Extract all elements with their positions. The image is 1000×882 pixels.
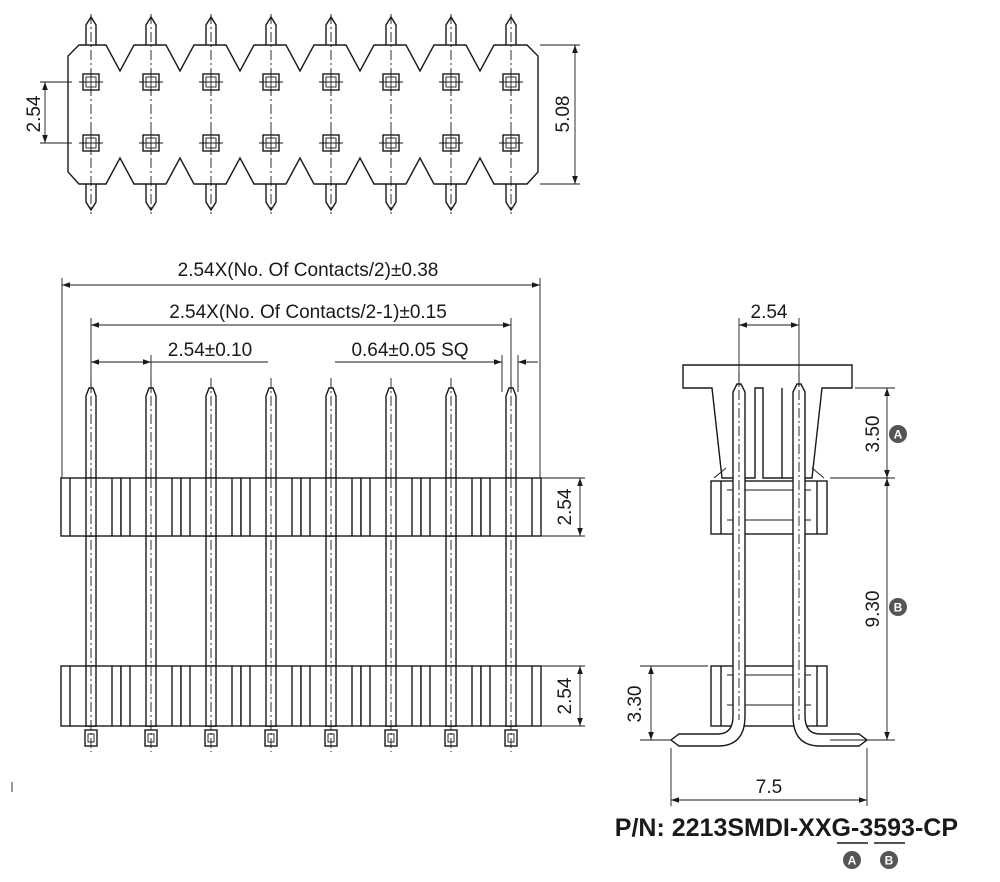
- part-number-code-a: 35: [859, 814, 887, 842]
- top-view-pin-pair: [79, 14, 103, 214]
- top-view-outline: [67, 44, 539, 185]
- top-view-pin-pair: [199, 14, 223, 214]
- dim-side-pitch-label: 2.54: [751, 302, 788, 323]
- dim-side-b: 9.30 B: [830, 478, 907, 741]
- side-view-pin-right: [792, 383, 869, 747]
- dim-front-span-label: 2.54X(No. Of Contacts/2-1)±0.15: [169, 302, 447, 323]
- front-view-pin: [84, 378, 98, 752]
- top-view-pin-pair: [439, 14, 463, 214]
- dim-side-a: 3.50 A: [830, 387, 907, 479]
- front-view-insulator-row: [60, 665, 542, 727]
- part-number-text: P/N: 2213SMDI-XXG-3593-CP: [615, 814, 958, 842]
- dim-front-pitch-label: 2.54±0.10: [168, 340, 252, 361]
- side-view-pin-left: [669, 383, 746, 747]
- top-view-pin-pair: [379, 14, 403, 214]
- dim-side-standoff-label: 3.30: [625, 686, 646, 723]
- part-number-badge-b: B: [885, 854, 894, 868]
- dim-front-lower-insulator-label: 2.54: [555, 677, 576, 714]
- top-view-pin-pair: [139, 14, 163, 214]
- dim-side-pitch: 2.54: [738, 302, 800, 386]
- dim-side-a-badge: A: [894, 428, 903, 442]
- top-view: 2.54 5.08: [24, 14, 580, 214]
- badge-b-icon: [889, 598, 907, 616]
- dim-top-row-pitch-label: 2.54: [24, 95, 45, 132]
- part-number: P/N: 2213SMDI-XXG-3593-CP A B: [615, 814, 958, 869]
- dim-side-b-badge: B: [894, 601, 903, 615]
- side-view: 2.54 3.50 A 9.30 B 3.30: [625, 302, 907, 806]
- dim-front-lower-insulator: 2.54: [532, 665, 585, 727]
- dim-side-foot-span-label: 7.5: [756, 777, 782, 798]
- top-view-pin-pair: [259, 14, 283, 214]
- dim-front-pin-size-label: 0.64±0.05 SQ: [351, 340, 468, 361]
- side-view-pickup-cap: [682, 364, 853, 479]
- dim-side-standoff: 3.30: [625, 665, 708, 741]
- front-view-pins: [84, 378, 518, 752]
- part-number-code-b: 93: [887, 814, 915, 842]
- dim-side-a-label: 3.50: [863, 416, 884, 453]
- part-number-prefix: P/N: 2213SMDI-XXG-: [615, 814, 860, 842]
- dim-top-body-width: 5.08: [540, 44, 580, 185]
- dim-front-upper-insulator-label: 2.54: [555, 488, 576, 525]
- top-view-pins: [79, 14, 523, 214]
- front-view-insulators: [60, 477, 542, 727]
- dim-side-b-label: 9.30: [863, 591, 884, 628]
- dim-top-body-width-label: 5.08: [553, 96, 574, 133]
- badge-a-icon: [889, 425, 907, 443]
- part-number-badge-a-icon: [843, 851, 861, 869]
- side-view-upper-insulator: [710, 480, 828, 535]
- top-view-pin-pair: [499, 14, 523, 214]
- front-view-insulator-row: [60, 477, 542, 537]
- dim-front-pitch: 2.54±0.10: [91, 340, 268, 392]
- part-number-badge-a: A: [848, 854, 857, 868]
- dim-front-upper-insulator: 2.54: [532, 477, 585, 537]
- dim-front-span: 2.54X(No. Of Contacts/2-1)±0.15: [90, 302, 512, 392]
- part-number-badge-b-icon: [880, 851, 898, 869]
- dim-front-pin-size: 0.64±0.05 SQ: [335, 340, 538, 392]
- part-number-suffix: -CP: [915, 814, 958, 842]
- dim-front-overall-label: 2.54X(No. Of Contacts/2)±0.38: [178, 260, 439, 281]
- dim-front-overall: 2.54X(No. Of Contacts/2)±0.38: [61, 260, 541, 478]
- front-view: 2.54X(No. Of Contacts/2)±0.38 2.54X(No. …: [60, 260, 585, 752]
- dim-top-row-pitch: 2.54: [24, 81, 72, 144]
- top-view-pin-pair: [319, 14, 343, 214]
- dim-side-foot-span: 7.5: [670, 748, 868, 806]
- side-view-lower-insulator: [710, 665, 828, 727]
